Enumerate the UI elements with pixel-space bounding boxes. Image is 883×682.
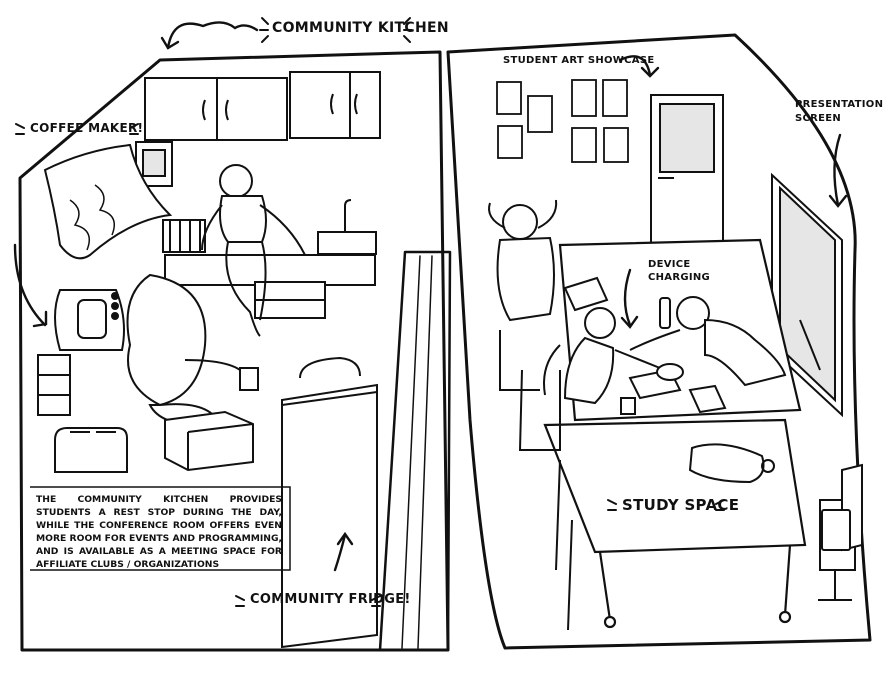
emphasis-ticks (15, 17, 725, 607)
caption-text: The community kitchen provides students … (36, 494, 282, 570)
presentation-screen (771, 172, 843, 418)
label-presentation-line2: Screen (795, 113, 842, 124)
toaster (54, 427, 128, 473)
fridge-arrow (333, 533, 347, 572)
device-arrow (623, 268, 632, 327)
label-device-charging: Device Charging (648, 258, 710, 284)
presentation-arrow (833, 133, 842, 207)
label-student-art-showcase: Student Art Showcase (503, 55, 655, 66)
microwave (135, 141, 173, 187)
kitchen-room-outline (18, 50, 450, 652)
upper-cabinets (144, 71, 381, 141)
label-community-kitchen: Community Kitchen (272, 20, 449, 36)
charging-tray (563, 276, 609, 312)
label-study-space: Study Space (622, 496, 740, 514)
conference-door (650, 94, 724, 246)
cardboard-box (164, 410, 254, 472)
mug-and-snacks (620, 363, 727, 415)
divider-wall (378, 250, 452, 652)
art-showcase-frames (496, 79, 629, 163)
person-sitting-on-counter (201, 164, 306, 337)
label-presentation-screen: Presentation Screen (795, 98, 883, 126)
backpack-on-table (688, 443, 775, 484)
coffee-maker (54, 289, 125, 351)
conference-room-outline (446, 33, 872, 650)
person-arms-behind-head (488, 199, 558, 322)
kitchen-arrow (166, 21, 259, 50)
label-community-fridge: Community Fridge! (250, 592, 411, 607)
community-fridge (281, 356, 378, 649)
small-drawer-unit (37, 354, 71, 416)
person-ponytail-laptop (543, 307, 682, 405)
hanging-towel (43, 143, 173, 260)
person-curly-hair (126, 273, 259, 426)
label-coffee-maker: Coffee Maker! (30, 121, 144, 135)
annotation-arrows (13, 21, 848, 572)
caption-box-border (30, 486, 291, 571)
dish-rack (162, 219, 206, 253)
kitchen-counter (164, 199, 377, 319)
side-computer (821, 463, 863, 552)
label-presentation-line1: Presentation (795, 99, 883, 110)
person-leaning-on-table (629, 296, 787, 387)
label-device-line1: Device (648, 259, 691, 270)
art-arrow (618, 55, 652, 77)
coffee-arrow (13, 243, 47, 327)
label-device-line2: Charging (648, 272, 711, 283)
